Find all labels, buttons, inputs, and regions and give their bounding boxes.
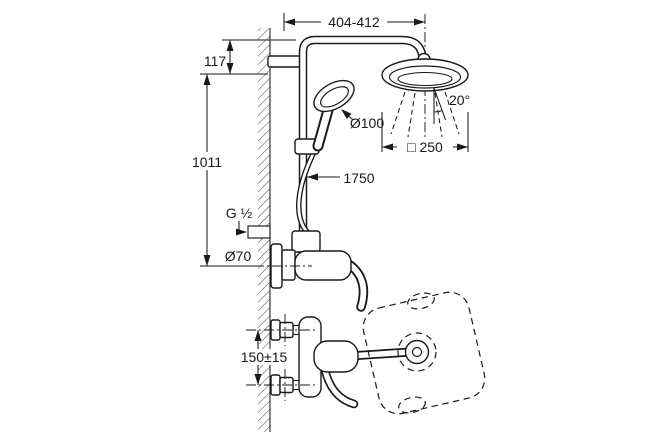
spray-angle-mark bbox=[433, 87, 447, 124]
pivot-bottom bbox=[398, 396, 426, 414]
supply-stub bbox=[247, 225, 271, 239]
wall-bracket bbox=[267, 55, 303, 68]
head-size-label: □ 250 bbox=[407, 139, 443, 155]
hose-fitting bbox=[291, 230, 321, 253]
dim-head-size: □ 250 bbox=[381, 112, 469, 155]
dim-riser-height: 1011 bbox=[186, 74, 254, 267]
union-nut bbox=[281, 249, 296, 281]
mixer-lower bbox=[270, 316, 430, 409]
head-square-outline bbox=[362, 291, 486, 415]
mixer-body bbox=[294, 250, 352, 281]
swivel-circle bbox=[397, 332, 437, 372]
spray-lines bbox=[390, 91, 460, 138]
riser-pipe bbox=[267, 35, 429, 259]
dim-top-span-label: 404-412 bbox=[328, 14, 380, 30]
connection-spacing-label: 150±15 bbox=[241, 349, 288, 365]
head-shower-outline-dashed bbox=[362, 291, 486, 415]
dimensions: 404-412 117 1011 □ 250 bbox=[186, 13, 470, 385]
head-shower-face bbox=[388, 65, 462, 89]
head-connection-center bbox=[411, 346, 423, 358]
hand-shower-diameter-label: Ø100 bbox=[350, 115, 384, 131]
dim-riser-height-label: 1011 bbox=[192, 154, 222, 170]
spray-angle-label: 20° bbox=[449, 92, 470, 108]
dim-connection-spacing: 150±15 bbox=[236, 330, 293, 385]
dim-escutcheon-diameter: Ø70 bbox=[225, 248, 252, 264]
centerlines bbox=[246, 265, 318, 401]
escutcheon-diameter-label: Ø70 bbox=[225, 248, 252, 264]
mixer-body-top-view bbox=[313, 340, 359, 373]
dim-hand-shower-diameter: Ø100 bbox=[341, 109, 384, 131]
dim-hose-length: 1750 bbox=[307, 170, 375, 186]
thread-size-label: G ½ bbox=[226, 205, 253, 221]
head-shower-spray-ring bbox=[397, 71, 453, 87]
hand-shower-face bbox=[319, 86, 350, 108]
dim-head-offset-label: 117 bbox=[204, 53, 227, 69]
dim-thread-size: G ½ bbox=[226, 205, 253, 236]
dim-top-span: 404-412 bbox=[283, 13, 425, 31]
dim-head-offset: 117 bbox=[200, 39, 296, 75]
pivot-top bbox=[407, 292, 435, 310]
dim-spray-angle: 20° bbox=[449, 92, 470, 108]
hand-shower bbox=[294, 79, 355, 155]
hose-length-label: 1750 bbox=[343, 170, 374, 186]
head-shower bbox=[381, 52, 469, 138]
